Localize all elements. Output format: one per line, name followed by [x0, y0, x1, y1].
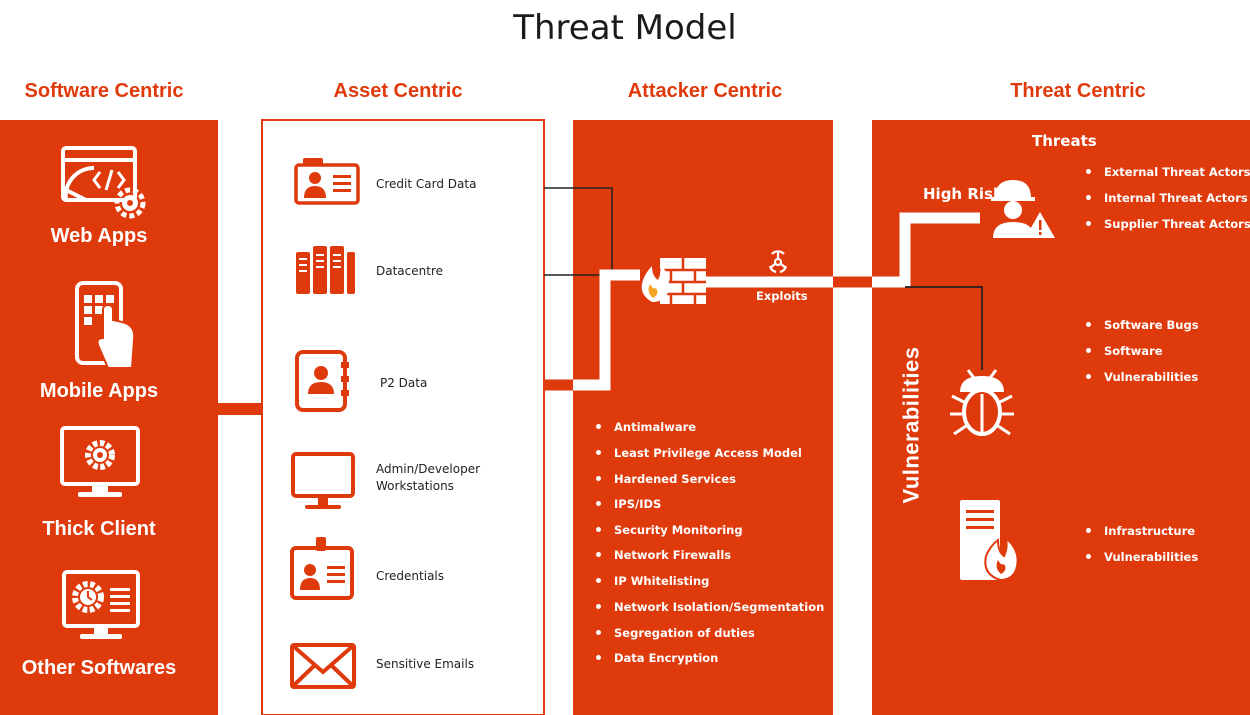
server-fire-icon — [960, 500, 1019, 582]
software-label-other-softwares: Other Softwares — [21, 657, 177, 679]
infra-vuln-item: Vulnerabilities — [1086, 550, 1198, 564]
threat-actor-item: External Threat Actors — [1086, 165, 1250, 179]
asset-label-p2-data: P2 Data — [380, 376, 428, 390]
exploits-label: Exploits — [756, 289, 808, 303]
high-risk-path — [872, 212, 980, 288]
column-heading-software: Software Centric — [24, 80, 184, 102]
thick-client-icon — [60, 426, 140, 497]
threat-actor-item: Supplier Threat Actors — [1086, 217, 1250, 231]
asset-panel — [261, 119, 545, 715]
column-heading-attacker: Attacker Centric — [627, 80, 783, 102]
asset-label-credit-card: Credit Card Data — [376, 177, 477, 191]
software-vuln-item: Vulnerabilities — [1086, 370, 1198, 384]
fire-icon — [641, 264, 669, 302]
infra-vuln-item: Infrastructure — [1086, 524, 1195, 538]
software-label-web-apps: Web Apps — [50, 225, 148, 247]
threats-heading: Threats — [1032, 132, 1097, 150]
asset-label-workstations: Admin/Developer Workstations — [376, 462, 481, 493]
asset-label-datacentre: Datacentre — [376, 264, 443, 278]
software-label-thick-client: Thick Client — [42, 518, 156, 540]
datacentre-icon — [296, 246, 355, 294]
control-item: IPS/IDS — [596, 497, 661, 511]
software-vuln-item: Software — [1086, 344, 1163, 358]
credentials-icon — [290, 537, 354, 600]
p2-path-inside — [573, 269, 640, 391]
threat-actor-item: Internal Threat Actors — [1086, 191, 1248, 205]
page-title: Threat Model — [513, 8, 737, 48]
asset-label-credentials: Credentials — [376, 569, 445, 583]
control-item: Data Encryption — [596, 651, 718, 665]
high-risk-label: High Risk — [923, 185, 1003, 203]
control-item: Least Privilege Access Model — [596, 446, 802, 460]
attacker-panel — [573, 120, 833, 715]
column-heading-asset: Asset Centric — [333, 80, 463, 102]
control-item: Segregation of duties — [596, 626, 755, 640]
bug-icon — [950, 369, 1014, 436]
control-item: Antimalware — [596, 420, 696, 434]
software-label-mobile-apps: Mobile Apps — [39, 380, 159, 402]
firewall-icon — [641, 258, 706, 304]
control-item: Security Monitoring — [596, 523, 743, 537]
control-item: Hardened Services — [596, 472, 736, 486]
software-vuln-item: Software Bugs — [1086, 318, 1199, 332]
p2-data-icon — [295, 350, 349, 412]
other-softwares-icon — [62, 570, 140, 639]
control-item: Network Firewalls — [596, 548, 731, 562]
web-apps-icon — [61, 146, 146, 219]
vuln-black-line — [905, 286, 983, 370]
workstation-icon — [291, 452, 355, 509]
software-asset-connector — [218, 403, 262, 415]
mobile-apps-icon — [75, 281, 136, 369]
software-panel — [0, 120, 218, 715]
control-item: IP Whitelisting — [596, 574, 709, 588]
asset-bracket-line — [544, 187, 613, 276]
email-envelope-icon — [290, 643, 356, 689]
biohazard-icon — [768, 250, 788, 274]
hacker-worker-icon — [991, 180, 1055, 238]
vulnerabilities-vertical-label: Vulnerabilities — [899, 346, 925, 504]
control-item: Network Isolation/Segmentation — [596, 600, 824, 614]
credit-card-data-icon — [294, 158, 360, 205]
asset-label-sensitive-emails: Sensitive Emails — [376, 657, 475, 671]
column-heading-threat: Threat Centric — [1010, 80, 1146, 102]
